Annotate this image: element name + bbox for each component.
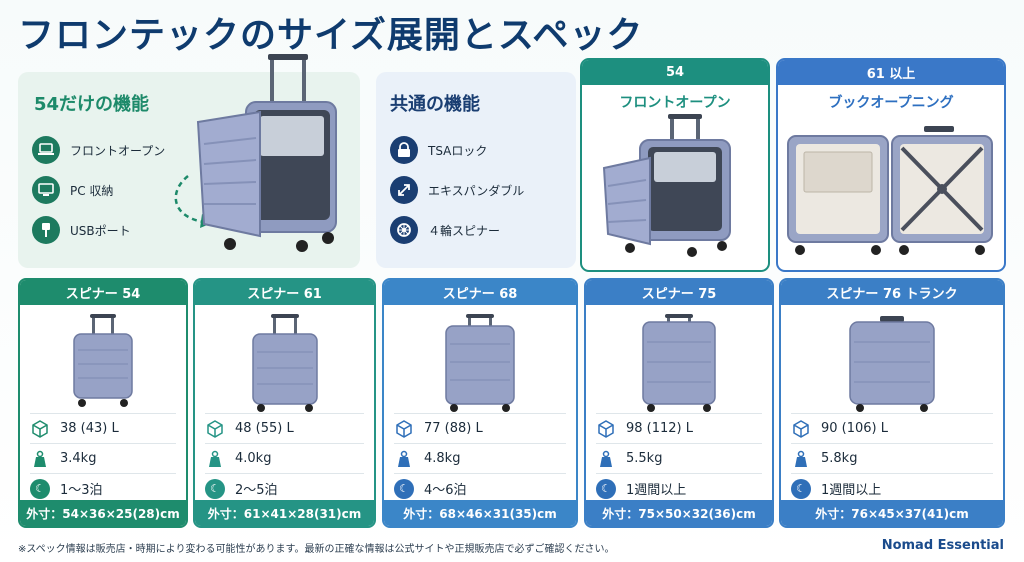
feature-pc-storage: PC 収納 xyxy=(32,176,113,204)
feature-label: エキスパンダブル xyxy=(428,183,525,198)
box-icon xyxy=(394,419,414,439)
feature-tsa-lock: TSAロック xyxy=(390,136,487,164)
feature-spinner: ４輪スピナー xyxy=(390,216,500,244)
nights-value: 1〜3泊 xyxy=(60,483,103,498)
common-panel: 共通の機能 TSAロック エキスパンダブル ４輪スピナー xyxy=(376,72,576,268)
spec-capacity: 98 (112) L xyxy=(596,413,762,443)
suitcase-image xyxy=(849,316,935,412)
common-heading: 共通の機能 xyxy=(390,94,480,115)
suitcase-image xyxy=(251,314,318,412)
footnote: ※スペック情報は販売店・時期により変わる可能性があります。最新の正確な情報は公式… xyxy=(18,544,615,555)
opening-card-header: 54 xyxy=(582,60,768,85)
brand-logo-text: Nomad Essential xyxy=(881,538,1004,553)
lock-icon xyxy=(390,136,418,164)
spec-weight: 3.4kg xyxy=(30,443,176,473)
spec-nights: ☾ 1〜3泊 xyxy=(30,473,176,503)
box-icon xyxy=(30,419,50,439)
only54-heading: 54だけの機能 xyxy=(34,94,150,115)
moon-icon: ☾ xyxy=(791,478,811,499)
model-name: スピナー 54 xyxy=(20,280,186,305)
feature-front-open: フロントオープン xyxy=(32,136,165,164)
capacity-value: 90 (106) L xyxy=(821,421,889,436)
feature-label: フロントオープン xyxy=(70,143,166,158)
weight-icon xyxy=(596,449,616,469)
weight-icon xyxy=(791,449,811,469)
box-icon xyxy=(596,419,616,439)
nights-value: 2〜5泊 xyxy=(235,483,278,498)
spec-weight: 4.0kg xyxy=(205,443,364,473)
model-name: スピナー 68 xyxy=(384,280,576,305)
feature-label: ４輪スピナー xyxy=(428,223,501,238)
spec-nights: ☾ 4〜6泊 xyxy=(394,473,566,503)
spec-capacity: 77 (88) L xyxy=(394,413,566,443)
moon-icon: ☾ xyxy=(30,478,50,499)
page-title: フロンテックのサイズ展開とスペック xyxy=(18,15,644,56)
spec-nights: ☾ 1週間以上 xyxy=(596,473,762,503)
feature-usb: USBポート xyxy=(32,216,131,244)
weight-value: 5.5kg xyxy=(626,451,663,466)
box-icon xyxy=(205,419,225,439)
spec-capacity: 38 (43) L xyxy=(30,413,176,443)
spec-nights: ☾ 1週間以上 xyxy=(791,473,993,503)
capacity-value: 48 (55) L xyxy=(235,421,294,436)
opening-card-book: 61 以上 ブックオープニング xyxy=(776,58,1006,272)
weight-icon xyxy=(30,449,50,469)
model-name: スピナー 75 xyxy=(586,280,772,305)
weight-value: 4.8kg xyxy=(424,451,461,466)
feature-label: PC 収納 xyxy=(70,183,114,198)
spec-weight: 5.5kg xyxy=(596,443,762,473)
moon-icon: ☾ xyxy=(596,478,616,499)
box-icon xyxy=(791,419,811,439)
spec-weight: 5.8kg xyxy=(791,443,993,473)
opening-card-header: 61 以上 xyxy=(778,60,1004,85)
moon-icon: ☾ xyxy=(205,478,225,499)
suitcase-image xyxy=(73,314,133,407)
capacity-value: 77 (88) L xyxy=(424,421,483,436)
feature-label: USBポート xyxy=(70,223,131,238)
model-card-spinner-76-trunk: スピナー 76 トランク 90 (106) L 5.8kg ☾ 1週間以上 外寸：… xyxy=(779,278,1005,528)
suitcase-front-open-image xyxy=(602,114,731,257)
model-dimensions: 外寸：54×36×25(28)cm xyxy=(20,500,186,526)
nights-value: 1週間以上 xyxy=(626,483,687,498)
opening-card-front: 54 フロントオープン xyxy=(580,58,770,272)
model-card-spinner-54: スピナー 54 38 (43) L 3.4kg ☾ 1〜3泊 外寸：54×36×2… xyxy=(18,278,188,528)
wheel-icon xyxy=(390,216,418,244)
spec-weight: 4.8kg xyxy=(394,443,566,473)
suitcase-image xyxy=(642,314,716,412)
spec-capacity: 90 (106) L xyxy=(791,413,993,443)
laptop-icon xyxy=(32,136,60,164)
opening-card-label: ブックオープニング xyxy=(828,95,954,111)
model-name: スピナー 76 トランク xyxy=(781,280,1003,305)
spec-nights: ☾ 2〜5泊 xyxy=(205,473,364,503)
model-name: スピナー 61 xyxy=(195,280,374,305)
spec-capacity: 48 (55) L xyxy=(205,413,364,443)
moon-icon: ☾ xyxy=(394,478,414,499)
model-dimensions: 外寸：76×45×37(41)cm xyxy=(781,500,1003,526)
model-dimensions: 外寸：61×41×28(31)cm xyxy=(195,500,374,526)
nights-value: 4〜6泊 xyxy=(424,483,467,498)
usb-plug-icon xyxy=(32,216,60,244)
weight-value: 4.0kg xyxy=(235,451,272,466)
computer-icon xyxy=(32,176,60,204)
weight-value: 5.8kg xyxy=(821,451,858,466)
model-card-spinner-61: スピナー 61 48 (55) L 4.0kg ☾ 2〜5泊 外寸：61×41×2… xyxy=(193,278,376,528)
model-dimensions: 外寸：75×50×32(36)cm xyxy=(586,500,772,526)
weight-icon xyxy=(394,449,414,469)
model-dimensions: 外寸：68×46×31(35)cm xyxy=(384,500,576,526)
feature-label: TSAロック xyxy=(428,143,488,158)
nights-value: 1週間以上 xyxy=(821,483,882,498)
only54-panel: 54だけの機能 フロントオープン PC 収納 USBポート xyxy=(18,54,360,268)
weight-icon xyxy=(205,449,225,469)
expand-arrows-icon xyxy=(390,176,418,204)
suitcase-front-open-image xyxy=(196,54,337,252)
opening-card-label: フロントオープン xyxy=(619,95,731,111)
capacity-value: 98 (112) L xyxy=(626,421,694,436)
weight-value: 3.4kg xyxy=(60,451,97,466)
feature-expandable: エキスパンダブル xyxy=(390,176,524,204)
model-card-spinner-68: スピナー 68 77 (88) L 4.8kg ☾ 4〜6泊 外寸：68×46×3… xyxy=(382,278,578,528)
suitcase-image xyxy=(445,314,515,412)
model-card-spinner-75: スピナー 75 98 (112) L 5.5kg ☾ 1週間以上 外寸：75×50… xyxy=(584,278,774,528)
suitcase-book-open-image xyxy=(787,126,993,255)
capacity-value: 38 (43) L xyxy=(60,421,119,436)
